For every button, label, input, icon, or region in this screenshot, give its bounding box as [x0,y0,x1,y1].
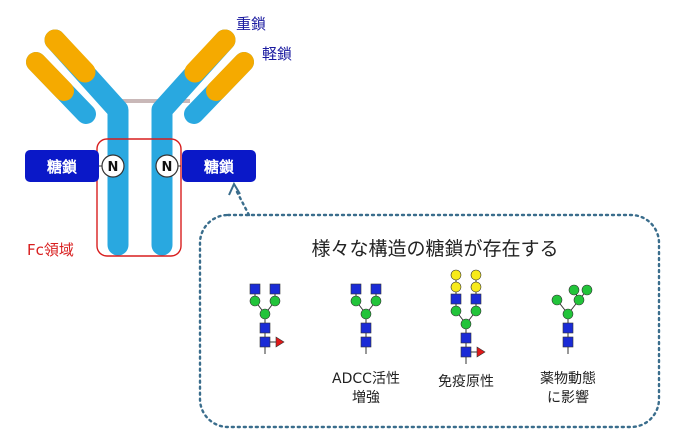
callout-arrow-head [228,181,241,196]
glcnac-icon [562,336,574,348]
galactose-icon [450,269,462,281]
galactose-icon [470,269,482,281]
glcnac-icon [370,283,382,295]
mannose-icon [551,294,563,306]
glcnac-icon [360,336,372,348]
galactose-icon [450,281,462,293]
glcnac-icon [460,332,472,344]
caption-line: 免疫原性 [438,374,494,390]
glcnac-icon [450,293,462,305]
glcnac-icon [249,283,261,295]
glcnac-icon [460,346,472,358]
glycan-box-left: 糖鎖 [25,150,99,182]
fucose-icon [275,336,285,348]
glycan-caption-2: ADCC活性 増強 [316,370,416,408]
light-chain-right-variable [206,52,254,101]
glcnac-icon [562,322,574,334]
callout-box [198,213,661,429]
n-site-left-label: N [108,160,119,175]
mannose-icon [269,295,281,307]
fucose-icon [476,346,486,358]
mannose-icon [450,305,462,317]
n-site-right-label: N [162,160,173,175]
caption-line: 増強 [352,390,380,406]
heavy-chain-left-variable [44,29,96,83]
glcnac-icon [350,283,362,295]
mannose-icon [350,295,362,307]
caption-line: 薬物動態 [540,371,596,387]
glycan-caption-3: 免疫原性 [416,373,516,392]
antibody: N N [26,29,254,257]
caption-line: ADCC活性 [332,371,400,387]
glcnac-icon [470,293,482,305]
glycan-structure-4 [551,284,593,354]
mannose-icon [360,308,372,320]
light-chain-label: 軽鎖 [262,45,293,63]
mannose-icon [568,284,580,296]
callout-arrow-line [234,188,251,217]
mannose-icon [470,305,482,317]
light-chain-left-variable [26,52,74,101]
glycan-structure-1 [249,283,285,354]
glcnac-icon [259,322,271,334]
heavy-chain-right-variable [184,29,236,83]
fc-region-label: Fc領域 [27,241,74,259]
mannose-icon [370,295,382,307]
glcnac-icon [269,283,281,295]
callout-heading: 様々な構造の糖鎖が存在する [311,238,559,260]
mannose-icon [581,284,593,296]
glycan-caption-4: 薬物動態 に影響 [518,370,618,408]
galactose-icon [470,281,482,293]
fc-region-outline [96,138,182,257]
heavy-chain-label: 重鎖 [236,15,267,33]
glycan-structure-3 [450,269,486,364]
glycan-box-right: 糖鎖 [182,150,256,182]
mannose-icon [460,318,472,330]
mannose-icon [249,295,261,307]
glycan-structure-2 [350,283,382,354]
glcnac-icon [360,322,372,334]
mannose-icon [259,308,271,320]
caption-line: に影響 [547,390,589,406]
mannose-icon [573,294,585,306]
glcnac-icon [259,336,271,348]
mannose-icon [562,308,574,320]
